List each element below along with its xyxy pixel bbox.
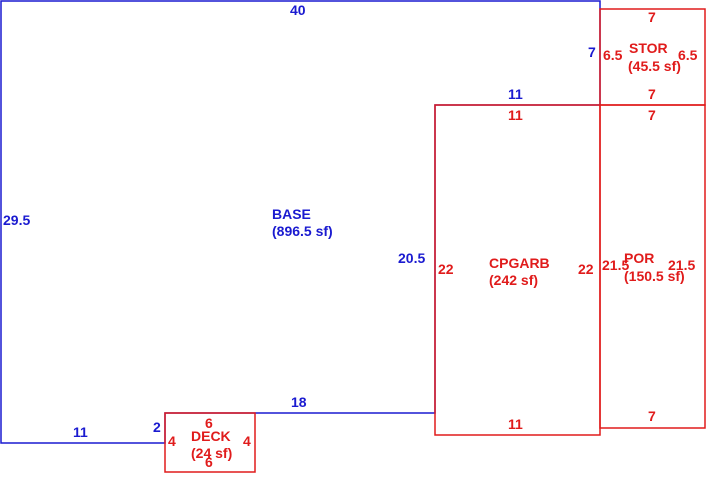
- dim-base-right-inner: 20.5: [398, 250, 425, 266]
- stor-label: STOR: [629, 40, 668, 56]
- cpgarb-area: (242 sf): [489, 272, 538, 288]
- deck-label: DECK: [191, 428, 231, 444]
- dim-cpgarb-right: 22: [578, 261, 594, 277]
- dim-stor-left: 6.5: [603, 47, 623, 63]
- base-label: BASE: [272, 206, 311, 222]
- dim-cpgarb-top: 11: [508, 107, 523, 123]
- dim-stor-right: 6.5: [678, 47, 698, 63]
- dim-por-right: 21.5: [668, 257, 695, 273]
- deck-area: (24 sf): [191, 445, 232, 461]
- dim-base-top: 40: [290, 2, 306, 18]
- dim-cpgarb-left: 22: [438, 261, 454, 277]
- base-outline: [0, 0, 601, 444]
- base-area: (896.5 sf): [272, 223, 333, 239]
- cpgarb-label: CPGARB: [489, 255, 550, 271]
- deck-outline: [164, 412, 256, 473]
- dim-por-bottom: 7: [648, 408, 656, 424]
- dim-base-step: 2: [153, 419, 161, 435]
- dim-base-bottom-mid: 18: [291, 394, 307, 410]
- dim-deck-top: 6: [205, 415, 213, 431]
- dim-stor-top: 7: [648, 9, 656, 25]
- dim-base-stor-side: 7: [588, 44, 596, 60]
- dim-base-left: 29.5: [3, 212, 30, 228]
- dim-por-left: 21.5: [602, 257, 629, 273]
- dim-deck-left: 4: [168, 433, 176, 449]
- por-label: POR: [624, 250, 654, 266]
- dim-deck-right: 4: [243, 433, 251, 449]
- dim-stor-bottom: 7: [648, 86, 656, 102]
- dim-cpgarb-bottom: 11: [508, 416, 523, 432]
- stor-area: (45.5 sf): [628, 58, 681, 74]
- por-outline: [599, 104, 706, 429]
- por-area: (150.5 sf): [624, 268, 685, 284]
- dim-base-notch-top: 11: [508, 86, 523, 102]
- dim-deck-bottom: 6: [205, 454, 213, 470]
- dim-base-bottom-left: 11: [73, 424, 88, 440]
- dim-por-top: 7: [648, 107, 656, 123]
